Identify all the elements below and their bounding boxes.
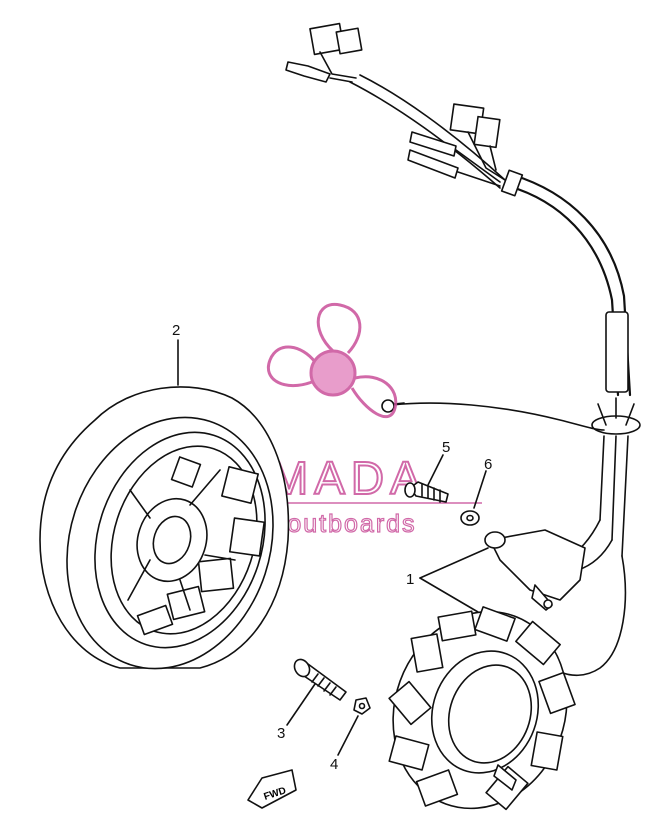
callout-5: 5 bbox=[442, 439, 450, 456]
harness-terminal-bullet bbox=[285, 61, 353, 83]
bolt-part-5 bbox=[404, 481, 449, 503]
washer-part-6 bbox=[460, 510, 480, 526]
callout-3: 3 bbox=[277, 725, 285, 742]
harness-band bbox=[500, 169, 524, 197]
wire-harness bbox=[285, 22, 641, 677]
cable-grommet bbox=[591, 397, 641, 557]
callout-2: 2 bbox=[172, 322, 180, 339]
callout-leaders bbox=[177, 339, 489, 756]
propeller-logo-icon bbox=[266, 303, 398, 419]
harness-connector-top bbox=[309, 22, 363, 79]
flywheel-hub bbox=[136, 497, 208, 583]
callout-6: 6 bbox=[484, 456, 492, 473]
callout-1: 1 bbox=[406, 571, 414, 588]
flywheel bbox=[39, 386, 290, 670]
stator-assembly bbox=[388, 606, 576, 811]
stator-poles bbox=[388, 606, 576, 811]
harness-spade-terminals bbox=[407, 131, 501, 187]
cable-sleeve bbox=[605, 311, 629, 393]
harness-connector-middle bbox=[449, 103, 506, 181]
fwd-direction-marker: FWD bbox=[247, 769, 297, 809]
pulser-coil bbox=[484, 529, 586, 611]
bolt-part-3 bbox=[293, 658, 347, 701]
nut-part-4 bbox=[353, 697, 371, 715]
callout-4: 4 bbox=[330, 756, 338, 773]
flywheel-magnets bbox=[136, 456, 266, 636]
